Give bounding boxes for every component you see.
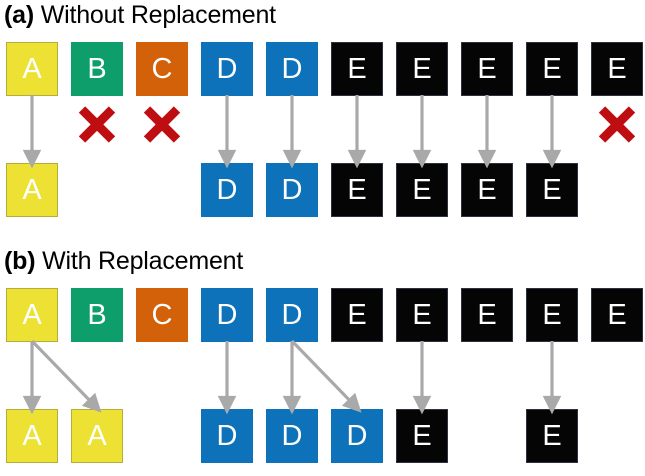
sample-box-e: E (526, 42, 578, 96)
sample-box-d: D (266, 409, 318, 463)
sample-box-b: B (71, 42, 123, 96)
sample-box-c: C (136, 288, 188, 342)
sample-box-e: E (396, 163, 448, 217)
sample-box-d: D (266, 288, 318, 342)
sample-box-e: E (526, 409, 578, 463)
sample-box-e: E (526, 288, 578, 342)
x-mark-icon (598, 106, 636, 143)
selection-arrow (290, 339, 362, 413)
panel-b-tag: (b) (4, 247, 36, 275)
sample-box-e: E (331, 42, 383, 96)
sample-box-e: E (461, 288, 513, 342)
sample-box-e: E (396, 42, 448, 96)
panel-a-title: (a) Without Replacement (4, 0, 276, 30)
sample-box-a: A (6, 163, 58, 217)
panel-a-tag: (a) (4, 1, 34, 29)
x-mark-icon (143, 106, 181, 143)
sample-box-e: E (331, 163, 383, 217)
selection-arrow (30, 339, 102, 413)
sample-box-e: E (461, 42, 513, 96)
sample-box-e: E (396, 288, 448, 342)
sample-box-d: D (201, 409, 253, 463)
sample-box-d: D (266, 42, 318, 96)
sample-box-e: E (461, 163, 513, 217)
sample-box-a: A (6, 409, 58, 463)
sample-box-c: C (136, 42, 188, 96)
sample-box-b: B (71, 288, 123, 342)
sample-box-d: D (201, 42, 253, 96)
sample-box-e: E (396, 409, 448, 463)
x-mark-icon (78, 106, 116, 143)
sample-box-e: E (591, 42, 643, 96)
sample-box-e: E (526, 163, 578, 217)
panel-b-title-text: With Replacement (42, 247, 244, 275)
sample-box-a: A (6, 288, 58, 342)
sample-box-d: D (331, 409, 383, 463)
panel-b-title: (b) With Replacement (4, 246, 243, 276)
sample-box-a: A (6, 42, 58, 96)
sample-box-d: D (266, 163, 318, 217)
sample-box-d: D (201, 163, 253, 217)
panel-a-title-text: Without Replacement (40, 1, 276, 29)
sample-box-e: E (331, 288, 383, 342)
sample-box-d: D (201, 288, 253, 342)
sample-box-e: E (591, 288, 643, 342)
sample-box-a: A (71, 409, 123, 463)
